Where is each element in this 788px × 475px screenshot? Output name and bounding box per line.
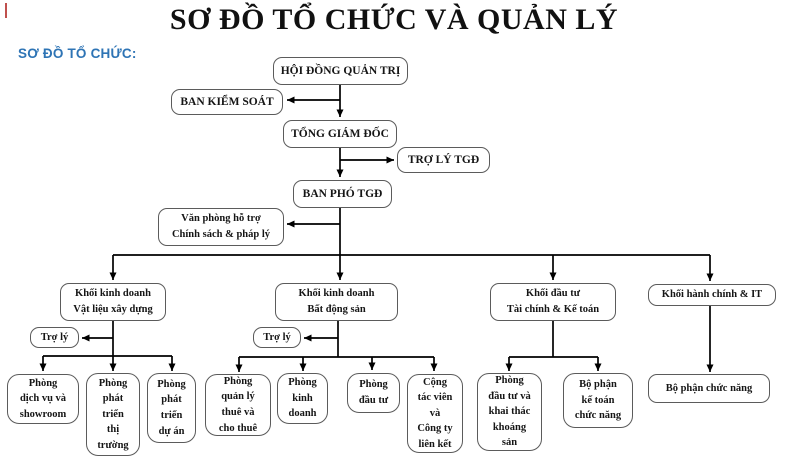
node-division-admin-it: Khối hành chính & IT [648,284,776,306]
node-gd-assistant: TRỢ LÝ TGĐ [397,147,490,173]
node-assistant-division1: Trợ lý [30,327,79,348]
node-division-finance-accounting: Khối đầu tư Tài chính & Kế toán [490,283,616,321]
section-label: SƠ ĐỒ TỔ CHỨC: [18,46,137,61]
node-support-office: Văn phòng hỗ trợ Chính sách & pháp lý [158,208,284,246]
page-title: SƠ ĐỒ TỔ CHỨC VÀ QUẢN LÝ [169,3,619,36]
node-dept-mining-investment: Phòng đầu tư và khai thác khoáng sản [477,373,542,451]
node-dept-collaborators-affiliates: Cộng tác viên và Công ty liên kết [407,374,463,453]
node-functional-department: Bộ phận chức năng [648,374,770,403]
node-dept-project-development: Phòng phát triển dự án [147,373,196,443]
node-dept-market-development: Phòng phát triển thị trường [86,373,140,456]
node-dept-leasing-management: Phòng quản lý thuê và cho thuê [205,374,271,436]
node-general-director: TỔNG GIÁM ĐỐC [283,120,397,148]
node-division-real-estate: Khối kinh doanh Bất động sản [275,283,398,321]
node-board-of-directors: HỘI ĐỒNG QUẢN TRỊ [273,57,408,85]
node-dept-services-showroom: Phòng dịch vụ và showroom [7,374,79,424]
node-supervisory-board: BAN KIỂM SOÁT [171,89,283,115]
node-dept-investment: Phòng đầu tư [347,373,400,413]
node-deputy-gd-board: BAN PHÓ TGĐ [293,180,392,208]
node-dept-functional-accounting: Bộ phận kế toán chức năng [563,373,633,428]
node-division-building-materials: Khối kinh doanh Vật liệu xây dựng [60,283,166,321]
red-mark [5,3,7,18]
node-dept-sales: Phòng kinh doanh [277,373,328,424]
node-assistant-division2: Trợ lý [253,327,301,348]
